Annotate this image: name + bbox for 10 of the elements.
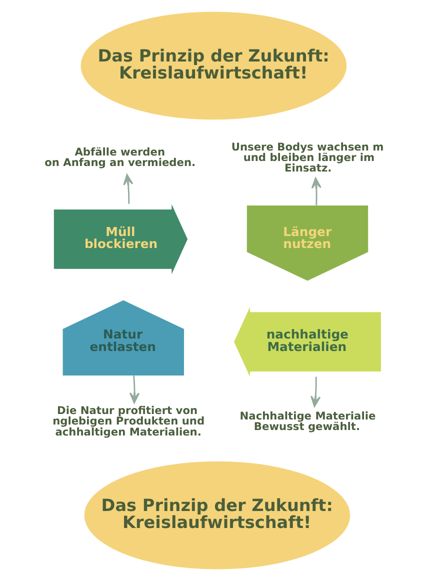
arrow: [311, 177, 322, 206]
arrow: [129, 376, 140, 404]
node-text: Unsere Bodys wachsen m und bleiben länger im Einsatz.: [231, 140, 384, 175]
node-text: Die Natur profitiert von nglebigen Produkten und achhaltigen Materialien.: [52, 404, 205, 438]
arrow: [123, 174, 134, 204]
node-text: Abfälle werden on Anfang an vermieden.: [44, 146, 196, 170]
node-ellipse: Das Prinzip der Zukunft: Kreislaufwirtschaft!: [80, 12, 347, 120]
arrow: [310, 376, 321, 408]
node-ellipse: Das Prinzip der Zukunft: Kreislaufwirtschaft!: [84, 461, 350, 570]
node-text: Nachhaltige Materialie Bewusst gewählt.: [240, 409, 376, 433]
